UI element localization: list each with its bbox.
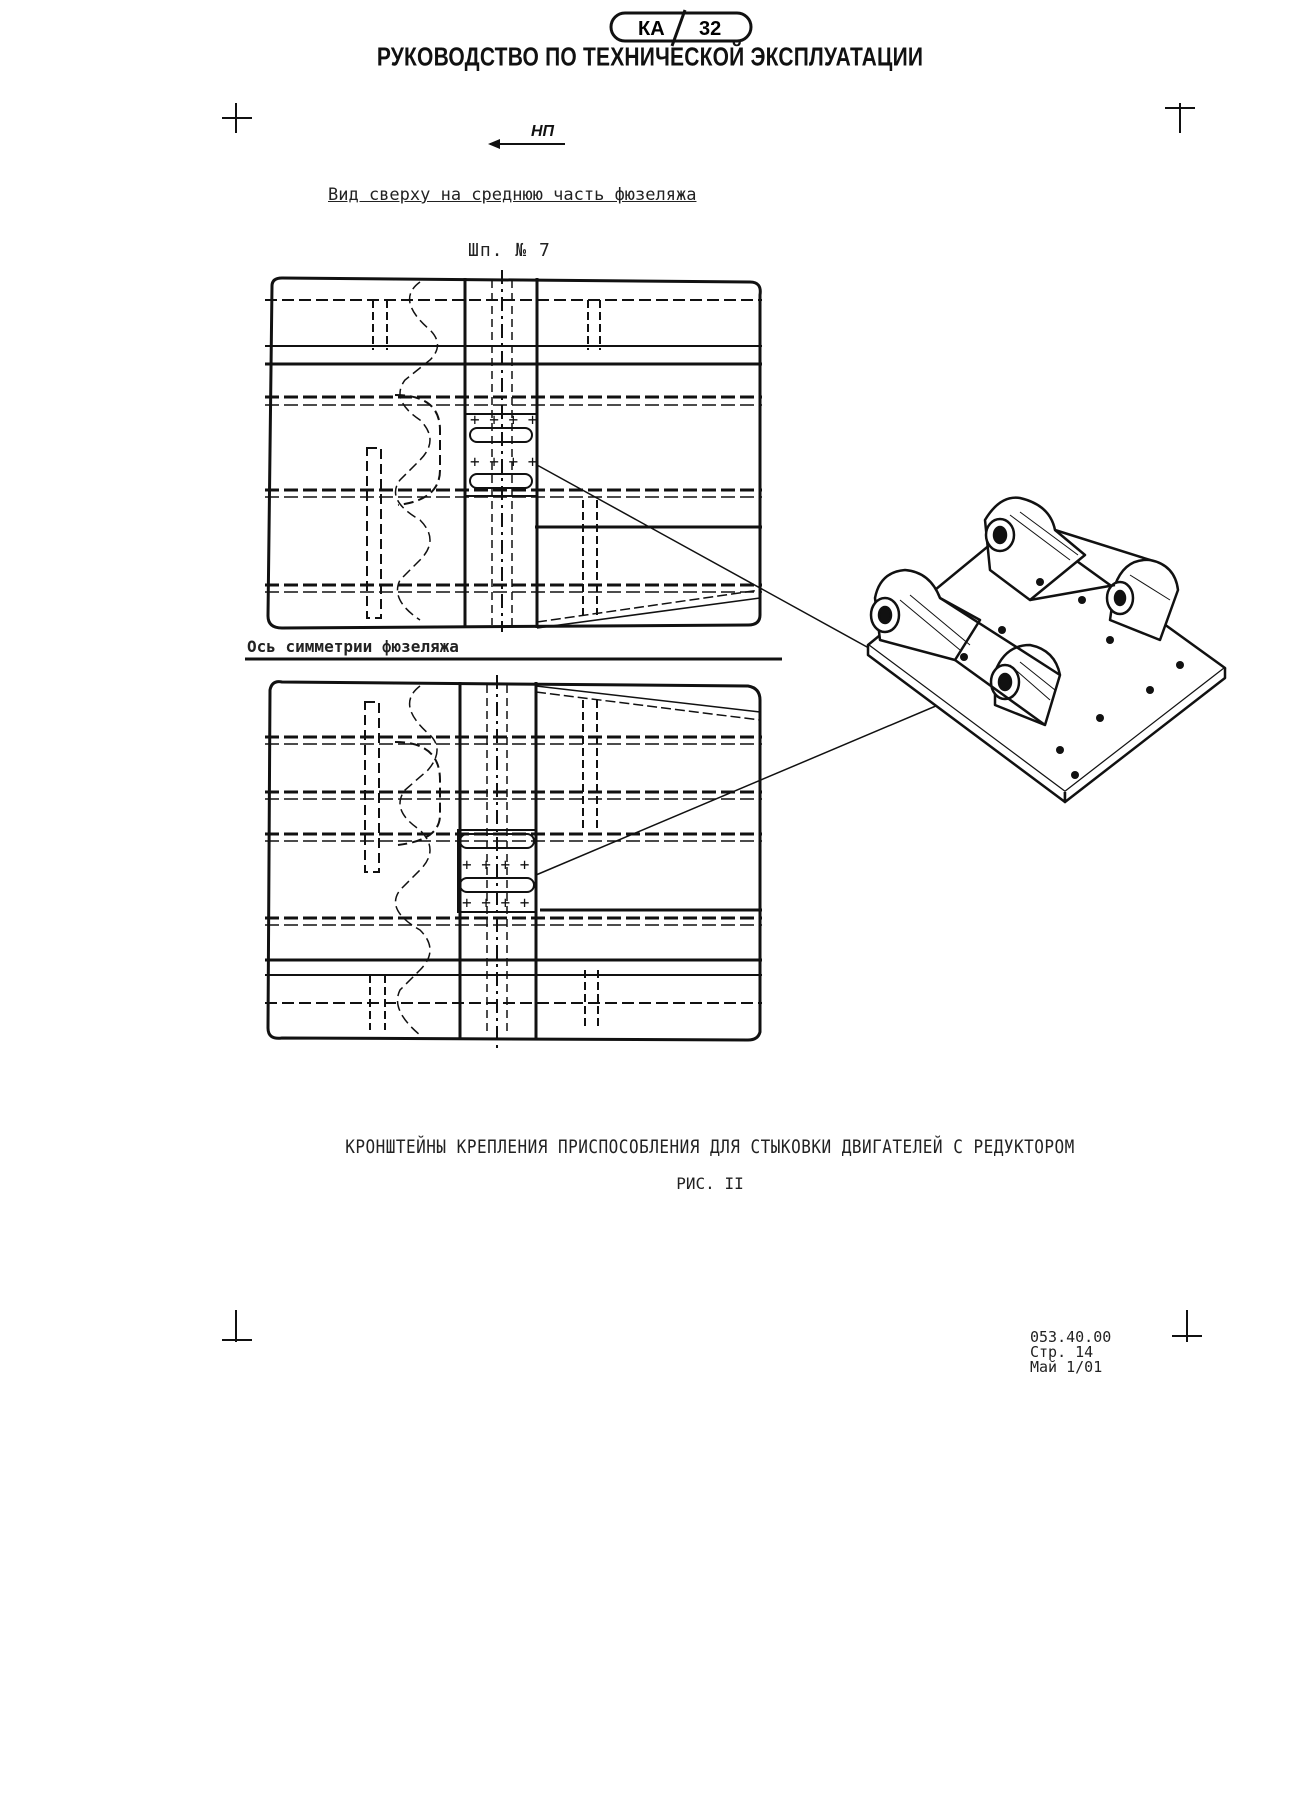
bracket-detail-isometric — [866, 496, 1227, 804]
kaz-logo: КА 32 — [609, 9, 753, 47]
symmetry-axis-label: Ось симметрии фюзеляжа — [247, 637, 459, 656]
logo-left-text: КА — [638, 18, 665, 40]
lower-fuselage-view — [265, 675, 762, 1048]
document-code: 053.40.00 — [1030, 1328, 1112, 1346]
view-title: Вид сверху на среднюю часть фюзеляжа — [328, 185, 697, 205]
svg-text:+ + + +: + + + + — [470, 410, 537, 429]
upper-fuselage-view — [265, 270, 762, 632]
svg-text:+ + + +: + + + + — [470, 452, 537, 471]
bracket-hatching — [899, 511, 1171, 701]
upper-bolt-marks: + + + + + + + + — [470, 410, 537, 471]
registration-marks — [222, 103, 1202, 1342]
figure-number: РИС. II — [676, 1174, 744, 1193]
direction-arrow — [488, 139, 565, 149]
svg-text:+ + + +: + + + + — [462, 893, 529, 912]
revision: Май 1/01 — [1030, 1358, 1103, 1376]
direction-label: НП — [531, 123, 555, 140]
frame-label: Шп. № 7 — [468, 240, 551, 261]
bracket-holes — [960, 578, 1184, 779]
document-info: 053.40.00 Стр. 14 Май 1/01 — [1030, 1330, 1111, 1375]
figure-caption: КРОНШТЕЙНЫ КРЕПЛЕНИЯ ПРИСПОСОБЛЕНИЯ ДЛЯ … — [345, 1135, 1075, 1158]
manual-title: РУКОВОДСТВО ПО ТЕХНИЧЕСКОЙ ЭКСПЛУАТАЦИИ — [376, 43, 924, 72]
logo-right-text: 32 — [699, 18, 721, 40]
svg-text:+ + + +: + + + + — [462, 855, 529, 874]
page-number: Стр. 14 — [1030, 1343, 1094, 1361]
lower-bolt-marks: + + + + + + + + — [462, 855, 529, 912]
